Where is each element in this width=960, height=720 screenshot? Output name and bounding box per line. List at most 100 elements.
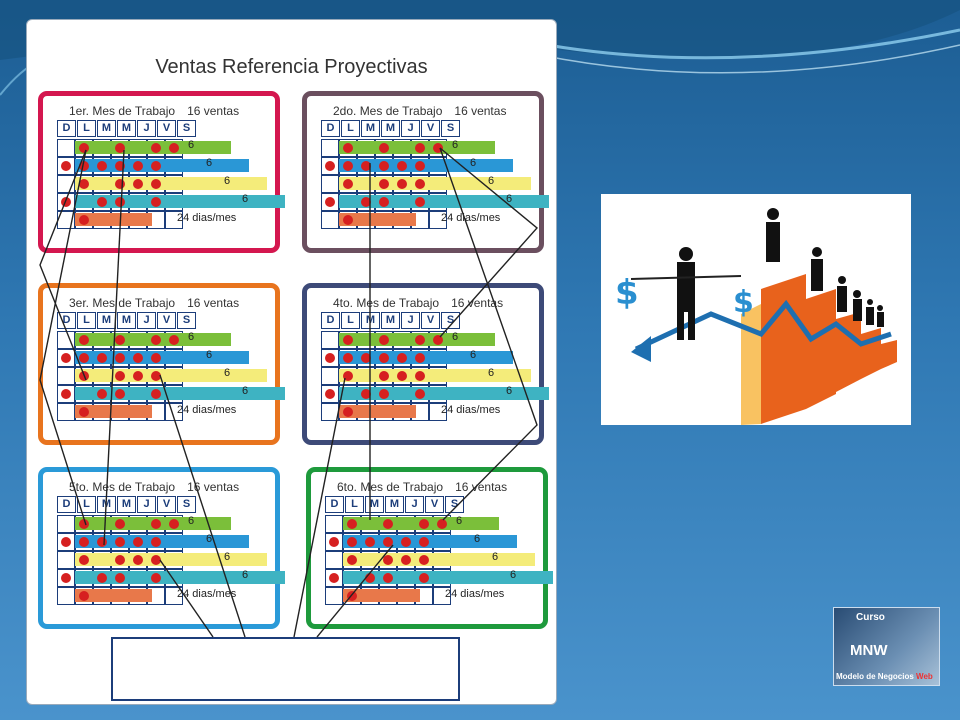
day-label: L xyxy=(345,496,364,513)
day-label: L xyxy=(341,120,360,137)
week-sales-count: 6 xyxy=(206,533,213,545)
day-label: S xyxy=(177,312,196,329)
week-band xyxy=(339,369,531,382)
sale-dot xyxy=(79,537,89,547)
day-label: L xyxy=(341,312,360,329)
sale-dot xyxy=(61,537,71,547)
sale-dot xyxy=(169,519,179,529)
week-row: 6 xyxy=(57,367,267,385)
sale-dot xyxy=(115,197,125,207)
sale-dot xyxy=(383,555,393,565)
day-label: M xyxy=(385,496,404,513)
sale-dot xyxy=(361,161,371,171)
sale-dot xyxy=(361,197,371,207)
empty-callout-box xyxy=(111,637,460,701)
sale-dot xyxy=(401,537,411,547)
sale-dot xyxy=(151,537,161,547)
sale-dot xyxy=(169,335,179,345)
sale-dot xyxy=(151,389,161,399)
sale-dot xyxy=(97,161,107,171)
sale-dot xyxy=(419,555,429,565)
week-row: 6 xyxy=(321,193,549,211)
sale-dot xyxy=(97,537,107,547)
week-row: 6 xyxy=(325,515,499,533)
sale-dot xyxy=(115,179,125,189)
sale-dot xyxy=(343,407,353,417)
sale-dot xyxy=(329,537,339,547)
sale-dot xyxy=(115,371,125,381)
month-label: 3er. Mes de Trabajo xyxy=(69,296,176,310)
week-band xyxy=(75,589,152,602)
sale-dot xyxy=(415,197,425,207)
sale-dot xyxy=(61,161,71,171)
slide-title: Ventas Referencia Proyectivas xyxy=(155,56,428,78)
week-row: 6 xyxy=(321,175,531,193)
monthly-days-total: 24 dias/mes xyxy=(177,588,237,600)
week-row: 24 dias/mes xyxy=(57,211,236,229)
sale-dot xyxy=(383,537,393,547)
sale-dot xyxy=(397,161,407,171)
week-sales-count: 6 xyxy=(456,515,463,527)
day-label: L xyxy=(77,120,96,137)
day-label: D xyxy=(57,312,76,329)
sale-dot xyxy=(347,591,357,601)
sale-dot xyxy=(79,179,89,189)
week-row: 24 dias/mes xyxy=(321,211,500,229)
week-row: 6 xyxy=(57,157,249,175)
sale-dot xyxy=(419,573,429,583)
week-sales-count: 6 xyxy=(206,349,213,361)
sale-dot xyxy=(151,161,161,171)
sale-dot xyxy=(379,143,389,153)
day-label: V xyxy=(157,312,176,329)
day-label: M xyxy=(117,312,136,329)
sale-dot xyxy=(79,143,89,153)
day-label: M xyxy=(97,312,116,329)
sale-dot xyxy=(115,519,125,529)
sale-dot xyxy=(133,161,143,171)
sale-dot xyxy=(365,537,375,547)
sale-dot xyxy=(343,143,353,153)
sale-dot xyxy=(151,197,161,207)
week-sales-count: 6 xyxy=(506,385,513,397)
sale-dot xyxy=(61,353,71,363)
day-label: M xyxy=(361,120,380,137)
day-label: S xyxy=(445,496,464,513)
week-row: 24 dias/mes xyxy=(57,403,236,421)
week-sales-count: 6 xyxy=(224,175,231,187)
sale-dot xyxy=(379,371,389,381)
sale-dot xyxy=(325,161,335,171)
week-row: 24 dias/mes xyxy=(321,403,500,421)
sale-dot xyxy=(415,335,425,345)
day-label: S xyxy=(177,496,196,513)
monthly-days-total: 24 dias/mes xyxy=(445,588,505,600)
day-label: M xyxy=(117,120,136,137)
sale-dot xyxy=(379,197,389,207)
week-row: 24 dias/mes xyxy=(57,587,236,605)
day-label: J xyxy=(401,312,420,329)
sale-dot xyxy=(151,573,161,583)
day-label: M xyxy=(365,496,384,513)
monthly-days-total: 24 dias/mes xyxy=(441,212,501,224)
sale-dot xyxy=(79,591,89,601)
sale-dot xyxy=(347,537,357,547)
week-row: 6 xyxy=(325,569,553,587)
sales-label: 16 ventas xyxy=(454,104,507,118)
sale-dot xyxy=(151,353,161,363)
month-label: 6to. Mes de Trabajo xyxy=(337,480,444,494)
sale-dot xyxy=(115,389,125,399)
day-label: D xyxy=(321,312,340,329)
week-band xyxy=(339,177,531,190)
week-row: 6 xyxy=(321,367,531,385)
week-sales-count: 6 xyxy=(188,331,195,343)
sale-dot xyxy=(437,519,447,529)
sale-dot xyxy=(379,389,389,399)
day-label: S xyxy=(177,120,196,137)
svg-text:$: $ xyxy=(733,285,754,320)
sale-dot xyxy=(97,353,107,363)
sale-dot xyxy=(115,573,125,583)
week-sales-count: 6 xyxy=(242,385,249,397)
